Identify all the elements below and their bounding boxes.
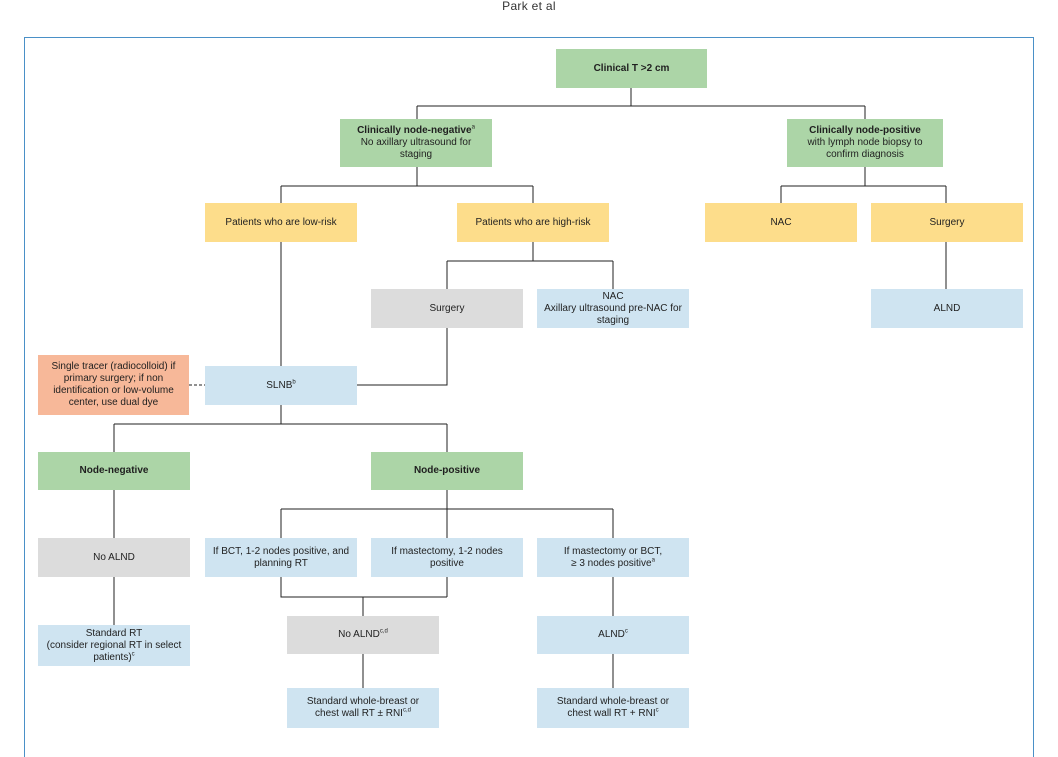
node-nac-right: NAC	[705, 203, 857, 242]
alnd-mid-label: ALND	[598, 629, 625, 640]
figure-frame	[24, 37, 1034, 757]
mast3-line2: ≥ 3 nodes positive	[571, 557, 652, 569]
std-rt-line2: (consider regional RT in select patients…	[46, 639, 182, 663]
connector-to-wb	[362, 654, 614, 688]
connector-highrisk	[446, 242, 614, 289]
node-slnb: SLNBb	[205, 366, 357, 405]
nac-mid-line1: NAC	[602, 290, 624, 302]
node-nac-mid: NAC Axillary ultrasound pre-NAC for stag…	[537, 289, 689, 328]
node-clinical-t: Clinical T >2 cm	[556, 49, 707, 88]
connector-surgery-slnb	[357, 328, 448, 386]
std-rt-line1: Standard RT	[85, 627, 143, 639]
wb-right-line2: chest wall RT + RNI	[567, 708, 656, 719]
connector-merge	[280, 577, 448, 616]
low-risk-label: Patients who are low-risk	[225, 216, 337, 228]
mast3-line1: If mastectomy or BCT,	[563, 545, 663, 557]
node-surgery-mid: Surgery	[371, 289, 523, 328]
connector-nodepos	[280, 490, 614, 538]
bct-label: If BCT, 1-2 nodes positive, and planning…	[212, 545, 350, 569]
cnp-body: with lymph node biopsy to confirm diagno…	[807, 137, 923, 160]
std-rt-sup: c	[131, 651, 135, 658]
node-clinically-node-negative: Clinically node-negativea No axillary ul…	[340, 119, 492, 167]
node-no-alnd-left: No ALND	[38, 538, 190, 577]
node-high-risk: Patients who are high-risk	[457, 203, 609, 242]
running-head: Park et al	[502, 0, 556, 13]
node-no-alnd-mid: No ALNDc,d	[287, 616, 439, 654]
node-low-risk: Patients who are low-risk	[205, 203, 357, 242]
surgery-mid-label: Surgery	[429, 302, 465, 314]
alnd-right-label: ALND	[933, 302, 961, 314]
slnb-label: SLNB	[266, 379, 293, 391]
wb-right-sup: c	[655, 707, 659, 714]
mast3-sup: a	[651, 557, 655, 564]
connector-cnp	[780, 167, 947, 203]
surgery-right-label: Surgery	[929, 216, 965, 228]
connector-lines	[113, 88, 947, 688]
node-clinically-node-positive: Clinically node-positive with lymph node…	[787, 119, 943, 167]
wb-mid-line2: chest wall RT ± RNI	[315, 708, 403, 719]
tracer-label: Single tracer (radiocolloid) if primary …	[51, 361, 176, 408]
high-risk-label: Patients who are high-risk	[475, 216, 591, 228]
node-surgery-right: Surgery	[871, 203, 1023, 242]
cnn-sup: a	[471, 124, 475, 131]
wb-mid-line1: Standard whole-breast or	[306, 696, 420, 707]
no-alnd-left-label: No ALND	[93, 551, 135, 563]
node-mastectomy-1-2: If mastectomy, 1-2 nodes positive	[371, 538, 523, 577]
connector-root	[416, 88, 866, 119]
nac-right-label: NAC	[770, 216, 792, 228]
wb-right-line1: Standard whole-breast or	[556, 696, 670, 707]
cnn-title: Clinically node-negative	[357, 125, 472, 136]
nac-mid-line2: Axillary ultrasound pre-NAC for staging	[544, 302, 682, 326]
node-node-positive: Node-positive	[371, 452, 523, 490]
connector-slnb	[113, 405, 448, 452]
node-mastectomy-3plus: If mastectomy or BCT, ≥ 3 nodes positive…	[537, 538, 689, 577]
mast12-label: If mastectomy, 1-2 nodes positive	[391, 545, 503, 569]
node-standard-rt: Standard RT (consider regional RT in sel…	[38, 625, 190, 666]
node-node-negative: Node-negative	[38, 452, 190, 490]
node-alnd-mid: ALNDc	[537, 616, 689, 654]
node-alnd-right: ALND	[871, 289, 1023, 328]
connector-cnn	[280, 167, 534, 203]
cnn-body: No axillary ultrasound for staging	[360, 137, 472, 160]
wb-mid-sup: c,d	[402, 707, 411, 714]
cnp-title: Clinically node-positive	[809, 125, 921, 136]
no-alnd-mid-sup: c,d	[379, 628, 388, 635]
node-clinical-t-label: Clinical T >2 cm	[593, 62, 670, 74]
alnd-mid-sup: c	[624, 628, 628, 635]
node-whole-breast-mid: Standard whole-breast or chest wall RT ±…	[287, 688, 439, 728]
node-positive-label: Node-positive	[413, 465, 481, 476]
no-alnd-mid-label: No ALND	[338, 629, 380, 640]
node-tracer-note: Single tracer (radiocolloid) if primary …	[38, 355, 189, 415]
slnb-sup: b	[292, 379, 296, 386]
node-bct: If BCT, 1-2 nodes positive, and planning…	[205, 538, 357, 577]
node-negative-label: Node-negative	[79, 465, 149, 476]
node-whole-breast-right: Standard whole-breast or chest wall RT +…	[537, 688, 689, 728]
